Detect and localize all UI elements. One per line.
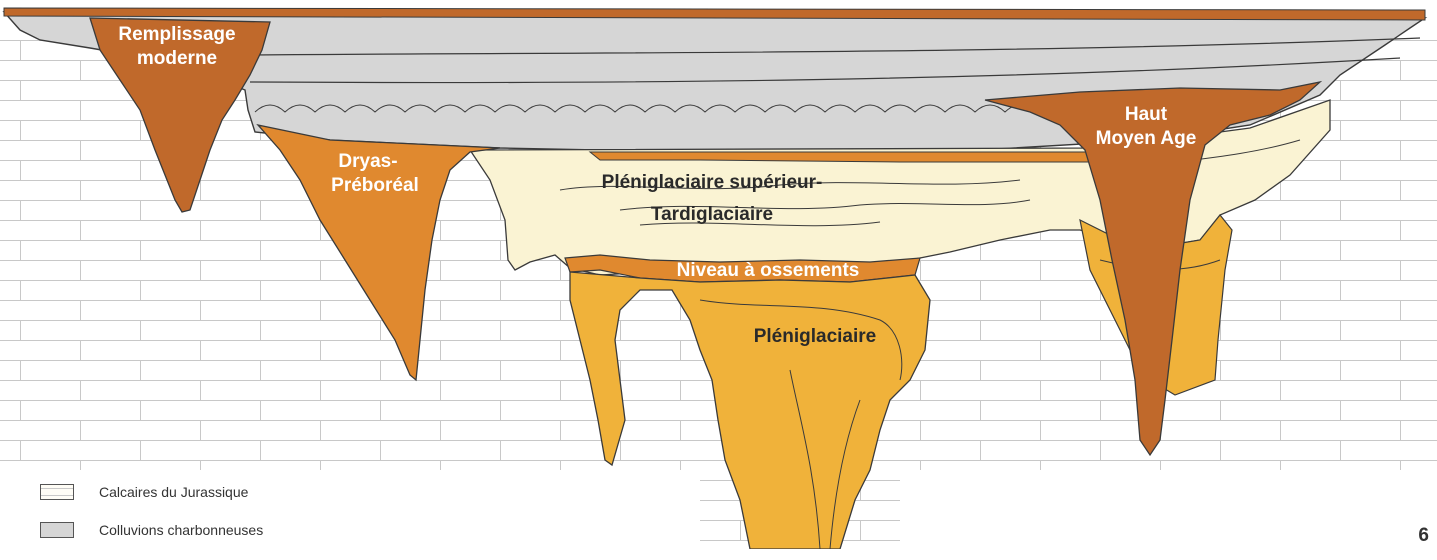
colluvium-swatch-icon — [40, 522, 74, 538]
label-haut-moyen-age-2: Moyen Age — [1096, 128, 1197, 149]
label-remplissage-moderne-1: Remplissage — [118, 24, 235, 45]
label-dryas-1: Dryas- — [338, 151, 397, 172]
label-pleniglaciaire-superieur-1: Pléniglaciaire supérieur- — [602, 172, 823, 193]
legend-label: Calcaires du Jurassique — [99, 484, 248, 500]
label-haut-moyen-age-1: Haut — [1125, 104, 1168, 125]
limestone-swatch-icon — [40, 484, 74, 500]
label-dryas-2: Préboréal — [331, 175, 419, 196]
label-pleniglaciaire: Pléniglaciaire — [754, 326, 877, 347]
legend-label: Colluvions charbonneuses — [99, 522, 263, 538]
label-pleniglaciaire-superieur-2: Tardiglaciaire — [651, 204, 773, 225]
label-niveau-ossements: Niveau à ossements — [677, 260, 860, 281]
label-remplissage-moderne-2: moderne — [137, 48, 217, 69]
page-number: 6 — [1418, 525, 1429, 547]
